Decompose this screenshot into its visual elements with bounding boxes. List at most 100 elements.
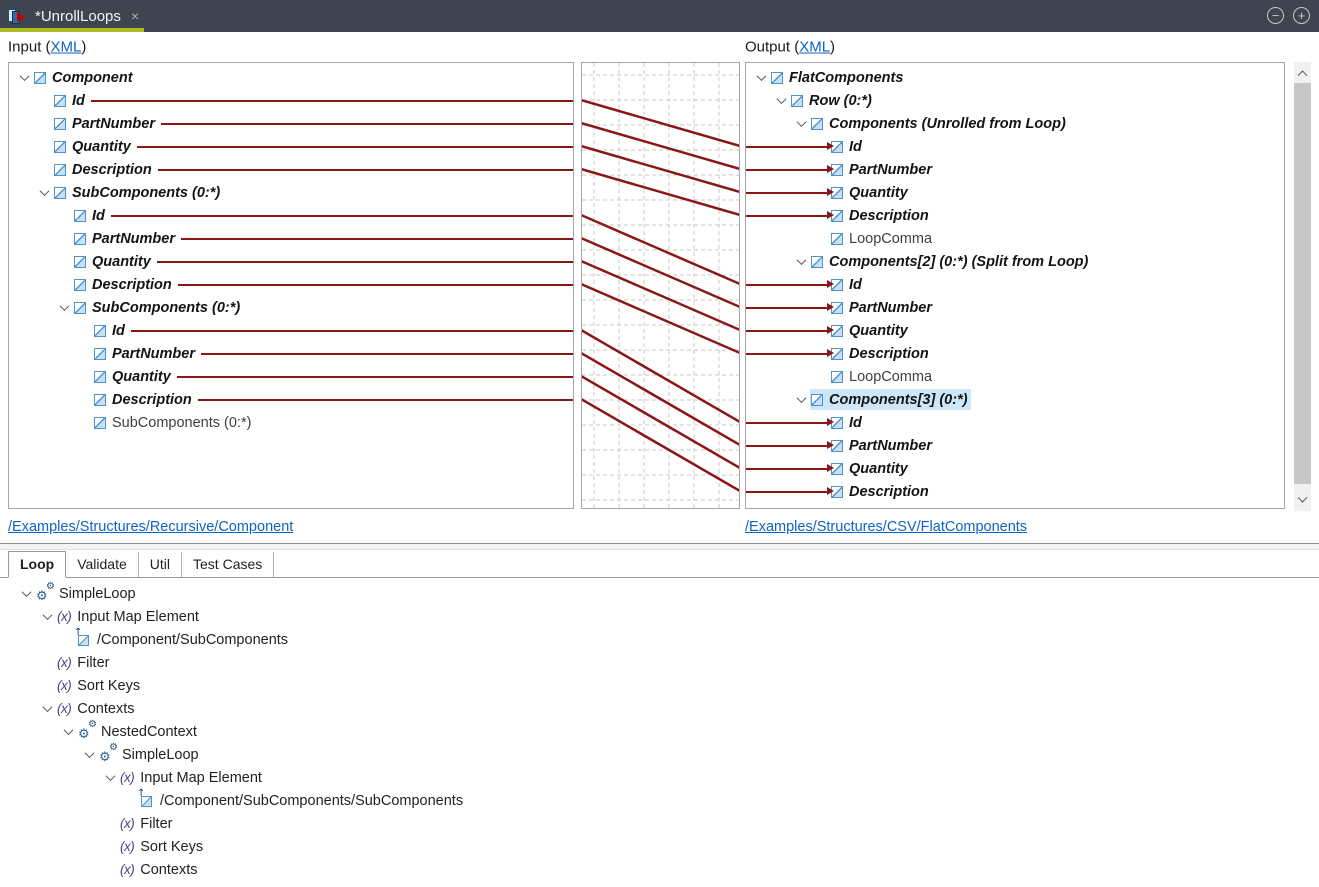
loop-tree-node[interactable]: (x)Sort Keys — [0, 674, 1319, 697]
loop-tree-node[interactable]: (x)Contexts — [0, 697, 1319, 720]
input-tree-node[interactable]: PartNumber — [9, 342, 573, 365]
loop-tree-node[interactable]: ↑/Component/SubComponents — [0, 627, 1319, 651]
node-entry: Id — [830, 412, 865, 433]
chevron-down-icon[interactable] — [19, 71, 29, 82]
input-panel-label: Input (XML) — [8, 38, 87, 56]
loop-node-label: Sort Keys — [140, 838, 204, 855]
mapping-connector — [580, 282, 741, 355]
tab-close-icon[interactable]: × — [130, 8, 140, 24]
loop-tree-node[interactable]: (x)Contexts — [0, 858, 1319, 881]
input-tree-node[interactable]: Component — [9, 66, 573, 89]
output-tree-node[interactable]: LoopComma — [746, 365, 1284, 388]
xml-node-icon — [811, 393, 823, 406]
gear-icon: ⚙ — [78, 727, 90, 742]
tab-util[interactable]: Util — [138, 552, 183, 577]
output-source-link[interactable]: /Examples/Structures/CSV/FlatComponents — [745, 518, 1028, 535]
chevron-down-icon[interactable] — [105, 771, 115, 782]
loop-tree-node[interactable]: ⚙⚙SimpleLoop — [0, 582, 1319, 605]
zoom-out-button[interactable]: − — [1267, 7, 1284, 24]
loop-tree-node[interactable]: (x)Input Map Element — [0, 766, 1319, 789]
input-tree-node[interactable]: SubComponents (0:*) — [9, 411, 573, 434]
chevron-down-icon[interactable] — [796, 393, 806, 404]
tab-loop[interactable]: Loop — [8, 551, 67, 578]
expander-slot — [100, 771, 120, 782]
input-tree-node[interactable]: PartNumber — [9, 112, 573, 135]
input-tree-node[interactable]: Quantity — [9, 135, 573, 158]
chevron-down-icon[interactable] — [796, 255, 806, 266]
output-xml-link[interactable]: XML — [799, 38, 831, 56]
tab-test-cases[interactable]: Test Cases — [182, 552, 275, 577]
document-tab[interactable]: *UnrollLoops × — [0, 0, 147, 32]
expander-slot — [35, 186, 53, 197]
output-tree-node[interactable]: Quantity — [746, 319, 1284, 342]
output-tree-node[interactable]: LoopComma — [746, 227, 1284, 250]
input-tree-node[interactable]: SubComponents (0:*) — [9, 181, 573, 204]
xml-node-icon — [34, 71, 46, 84]
horizontal-splitter[interactable] — [0, 543, 1319, 550]
chevron-down-icon[interactable] — [42, 610, 52, 621]
chevron-down-icon[interactable] — [59, 301, 69, 312]
node-entry: Components[3] (0:*) — [810, 389, 971, 410]
scrollbar-thumb[interactable] — [1294, 83, 1311, 484]
loop-tree-node[interactable]: ↑/Component/SubComponents/SubComponents — [0, 788, 1319, 812]
output-tree-node[interactable]: PartNumber — [746, 434, 1284, 457]
input-tree-node[interactable]: Quantity — [9, 250, 573, 273]
expander-slot — [79, 748, 99, 759]
function-icon: (x) — [57, 678, 72, 693]
output-node-label: PartNumber — [849, 437, 932, 454]
input-tree-node[interactable]: Description — [9, 158, 573, 181]
input-source-link[interactable]: /Examples/Structures/Recursive/Component — [8, 518, 294, 535]
scroll-down-icon[interactable] — [1294, 492, 1311, 509]
input-tree-node[interactable]: SubComponents (0:*) — [9, 296, 573, 319]
chevron-down-icon[interactable] — [42, 702, 52, 713]
loop-tree-node[interactable]: ⚙⚙SimpleLoop — [0, 743, 1319, 766]
input-tree-node[interactable]: Description — [9, 273, 573, 296]
output-tree-node[interactable]: LoopComma — [746, 503, 1284, 509]
input-tree-node[interactable]: Quantity — [9, 365, 573, 388]
zoom-in-button[interactable]: + — [1293, 7, 1310, 24]
chevron-down-icon[interactable] — [796, 117, 806, 128]
chevron-down-icon[interactable] — [776, 94, 786, 105]
loop-tree-node[interactable]: (x)Filter — [0, 651, 1319, 674]
output-tree-node[interactable]: Quantity — [746, 181, 1284, 204]
input-tree-node[interactable]: Id — [9, 319, 573, 342]
input-xml-link[interactable]: XML — [50, 38, 82, 56]
loop-tree-node[interactable]: (x)Input Map Element — [0, 605, 1319, 628]
output-tree-node[interactable]: Components[2] (0:*) (Split from Loop) — [746, 250, 1284, 273]
loop-tree-node[interactable]: ⚙⚙NestedContext — [0, 720, 1319, 743]
output-tree-node[interactable]: PartNumber — [746, 296, 1284, 319]
input-tree-node[interactable]: PartNumber — [9, 227, 573, 250]
chevron-down-icon[interactable] — [63, 725, 73, 736]
node-entry: PartNumber — [73, 228, 178, 249]
output-tree-node[interactable]: Description — [746, 480, 1284, 503]
input-node-label: SubComponents (0:*) — [72, 184, 221, 201]
output-tree-node[interactable]: Row (0:*) — [746, 89, 1284, 112]
output-tree-node[interactable]: Id — [746, 411, 1284, 434]
scroll-up-icon[interactable] — [1294, 64, 1311, 81]
output-tree-node[interactable]: Id — [746, 273, 1284, 296]
xml-node-icon — [94, 416, 106, 429]
output-tree-node[interactable]: Components[3] (0:*) — [746, 388, 1284, 411]
chevron-down-icon[interactable] — [21, 587, 31, 598]
loop-tree-node[interactable]: (x)Filter — [0, 812, 1319, 835]
loop-tree-node[interactable]: (x)Sort Keys — [0, 835, 1319, 858]
input-tree-node[interactable]: Id — [9, 89, 573, 112]
tab-validate[interactable]: Validate — [66, 552, 139, 577]
chevron-down-icon[interactable] — [756, 71, 766, 82]
output-tree-node[interactable]: Id — [746, 135, 1284, 158]
output-tree-node[interactable]: Description — [746, 342, 1284, 365]
output-node-label: Id — [849, 276, 862, 293]
output-tree-node[interactable]: Quantity — [746, 457, 1284, 480]
node-entry: Description — [73, 274, 175, 295]
node-entry: FlatComponents — [770, 67, 906, 88]
output-tree-node[interactable]: Components (Unrolled from Loop) — [746, 112, 1284, 135]
output-tree-node[interactable]: Description — [746, 204, 1284, 227]
output-scrollbar[interactable] — [1294, 62, 1311, 511]
chevron-down-icon[interactable] — [39, 186, 49, 197]
chevron-down-icon[interactable] — [84, 748, 94, 759]
input-tree-node[interactable]: Description — [9, 388, 573, 411]
output-tree-node[interactable]: FlatComponents — [746, 66, 1284, 89]
input-tree-node[interactable]: Id — [9, 204, 573, 227]
node-entry: Row (0:*) — [790, 90, 875, 111]
output-tree-node[interactable]: PartNumber — [746, 158, 1284, 181]
